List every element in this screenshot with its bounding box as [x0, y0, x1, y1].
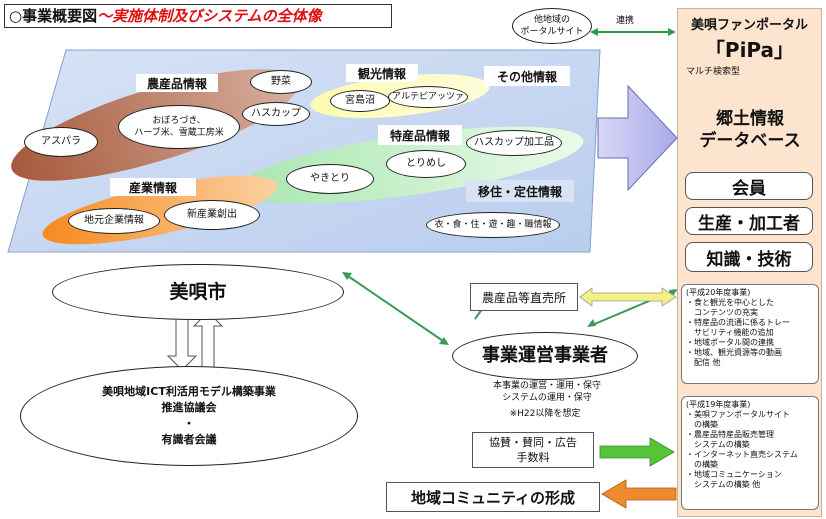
- h20-notes: (平成20年度事業) ・食と観光を中心とした コンテンツの充実 ・特産品の流通に…: [681, 284, 819, 384]
- pipa-item-producers: 生産・加工者: [685, 207, 813, 235]
- h20-line: (平成20年度事業): [686, 288, 751, 297]
- bibai-city: 美唄市: [52, 264, 344, 320]
- pipa-item-members: 会員: [685, 172, 813, 200]
- h19-line: システムの構築: [686, 440, 750, 449]
- category-migration: 移住・定住情報: [466, 180, 574, 202]
- operator-note: 本事業の運営・運用・保守 システムの運用・保守: [492, 381, 601, 403]
- h19-line: ・美唄ファンポータルサイト: [686, 410, 790, 419]
- h20-line: ・地域、観光資源等の動画: [686, 348, 782, 357]
- h19-notes: (平成19年度事業) ・美唄ファンポータルサイト の構築 ・農産品特産品販売管理…: [681, 396, 819, 510]
- category-special: 特産品情報: [378, 125, 462, 145]
- category-tourism: 観光情報: [346, 64, 418, 82]
- h19-line: の構築: [686, 420, 718, 429]
- green-arrow: [599, 437, 675, 467]
- up-arrow: [192, 311, 224, 371]
- orange-arrow: [601, 479, 677, 509]
- h20-line: ・特産品の流通に係るトレー: [686, 318, 790, 327]
- link-label: 連携: [616, 16, 635, 26]
- item-asupara: アスパラ: [24, 127, 98, 157]
- item-yakitori: やきとり: [286, 164, 374, 194]
- h19-line: ・インターネット直売システム: [686, 450, 798, 459]
- h19-line: (平成19年度事業): [686, 400, 751, 409]
- item-haskap-kako: ハスカップ加工品: [466, 130, 562, 156]
- h20-line: サビリティ機能の追加: [686, 328, 774, 337]
- category-industry: 産業情報: [110, 178, 196, 196]
- search-type-label: マルチ検索型: [686, 67, 741, 77]
- h20-line: 配信 他: [686, 358, 721, 367]
- h19-line: ・農産品特産品販売管理: [686, 430, 774, 439]
- diagram-title: ○事業概要図～実施体制及びシステムの全体像: [4, 4, 392, 28]
- h19-line: の構築: [686, 460, 718, 469]
- item-jimoto: 地元企業情報: [68, 208, 160, 234]
- pipa-title: 美唄ファンポータル: [690, 18, 808, 33]
- pipa-name: 「PiPa」: [704, 38, 795, 62]
- category-other: その他情報: [484, 66, 570, 86]
- sponsor-box: 協賛・賛同・広告 手数料: [472, 432, 594, 468]
- item-yasai: 野菜: [250, 70, 312, 94]
- council: 美唄地域ICT利活用モデル構築事業 推進協議会 ・ 有識者会議: [20, 366, 358, 466]
- item-haskap: ハスカップ: [242, 102, 310, 126]
- title-prefix: ○事業概要図: [9, 7, 98, 25]
- h20-line: コンテンツの充実: [686, 308, 758, 317]
- operator: 事業運営事業者: [452, 332, 638, 380]
- item-miyajima: 宮島沼: [330, 90, 390, 112]
- item-torimeshi: とりめし: [386, 150, 466, 178]
- h20-line: ・食と観光を中心とした: [686, 298, 774, 307]
- direct-sales: 農産品等直売所: [470, 283, 578, 311]
- item-ishoku: 衣・食・住・遊・趣・職情報: [426, 212, 560, 238]
- h19-line: ・地域コミュニケーション: [686, 470, 782, 479]
- operator-note-2: ※H22以降を想定: [509, 409, 581, 419]
- yellow-arrow: [579, 287, 677, 307]
- title-suffix: ～実施体制及びシステムの全体像: [97, 7, 322, 25]
- h19-line: システムの構築 他: [686, 480, 761, 489]
- pipa-item-knowledge: 知識・技術: [685, 242, 813, 272]
- community-box: 地域コミュニティの形成: [386, 482, 600, 512]
- item-arte: アルテピアッツァ: [388, 86, 468, 108]
- h20-line: ・地域ポータル間の連携: [686, 338, 774, 347]
- item-oboro: おぼろづき、 ハーブ米、雪蔵工房米: [118, 105, 240, 149]
- big-arrow: [597, 84, 678, 192]
- down-arrow: [166, 311, 198, 371]
- database-label: 郷土情報 データベース: [699, 109, 801, 151]
- item-shinsangyo: 新産業創出: [164, 200, 260, 230]
- other-portal-ellipse: 他地域の ポータルサイト: [512, 8, 592, 44]
- category-agri: 農産品情報: [136, 74, 218, 92]
